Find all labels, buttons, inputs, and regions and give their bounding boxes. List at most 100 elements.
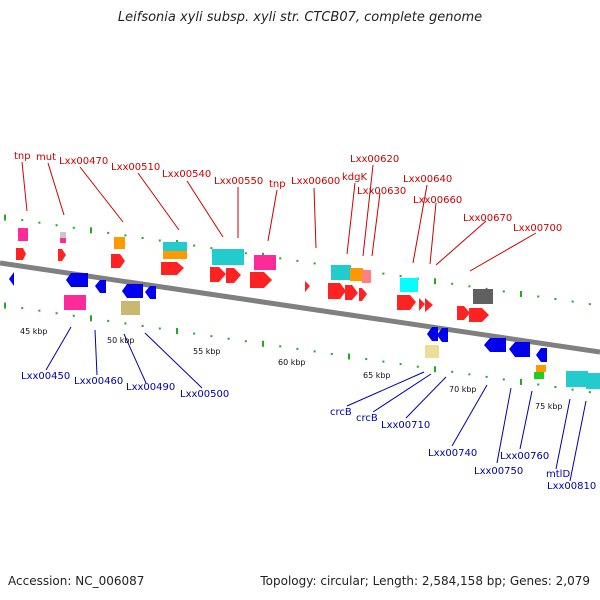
gene-label[interactable]: Lxx00660 <box>413 195 462 206</box>
gene-box[interactable] <box>121 301 140 315</box>
tick-mark <box>296 347 299 350</box>
gene-label[interactable]: Lxx00510 <box>111 162 160 173</box>
gene-box[interactable] <box>534 372 544 379</box>
gene-label[interactable]: Lxx00470 <box>59 156 108 167</box>
scale-label: 55 kbp <box>193 347 221 356</box>
gene-arrow[interactable] <box>509 342 530 357</box>
gene-label[interactable]: Lxx00540 <box>162 169 211 180</box>
gene-label[interactable]: Lxx00710 <box>381 420 430 431</box>
tick-mark <box>382 360 385 363</box>
gene-arrow[interactable] <box>484 338 506 352</box>
gene-label[interactable]: Lxx00670 <box>463 213 512 224</box>
gene-box[interactable] <box>586 373 600 389</box>
gene-label[interactable]: Lxx00490 <box>126 382 175 393</box>
gene-label[interactable]: Lxx00500 <box>180 389 229 400</box>
gene-arrow[interactable] <box>58 249 66 261</box>
gene-arrow[interactable] <box>16 248 26 260</box>
gene-arrow[interactable] <box>95 280 106 293</box>
gene-arrow[interactable] <box>66 273 88 287</box>
gene-box[interactable] <box>566 371 588 387</box>
gene-label[interactable]: kdgK <box>342 172 367 183</box>
gene-box[interactable] <box>18 228 28 241</box>
tick-mark <box>210 247 213 250</box>
gene-arrow[interactable] <box>210 267 226 282</box>
gene-arrow[interactable] <box>469 308 489 322</box>
tick-mark <box>72 226 75 229</box>
gene-arrow[interactable] <box>419 298 425 311</box>
tick-mark <box>451 282 454 285</box>
tick-mark <box>72 314 75 317</box>
gene-arrow[interactable] <box>359 288 367 301</box>
genome-backbone <box>0 260 600 355</box>
tick-mark <box>434 366 436 373</box>
tick-mark <box>244 252 247 255</box>
tick-mark <box>193 244 196 247</box>
gene-box[interactable] <box>536 365 546 372</box>
gene-arrow[interactable] <box>437 328 448 342</box>
gene-arrow[interactable] <box>457 306 470 320</box>
gene-arrow[interactable] <box>328 283 346 299</box>
gene-box[interactable] <box>60 238 66 243</box>
gene-arrow[interactable] <box>425 298 433 312</box>
gene-label[interactable]: mtlD <box>546 469 570 480</box>
tick-mark <box>468 373 471 376</box>
scale-labels: 45 kbp 50 kbp 55 kbp 60 kbp 65 kbp 70 kb… <box>20 327 563 411</box>
gene-label[interactable]: Lxx00550 <box>214 176 263 187</box>
gene-label[interactable]: Lxx00600 <box>291 176 340 187</box>
gene-arrow[interactable] <box>161 262 184 275</box>
gene-label[interactable]: Lxx00620 <box>350 154 399 165</box>
gene-label[interactable]: Lxx00740 <box>428 448 477 459</box>
gene-arrow[interactable] <box>305 281 310 292</box>
gene-arrow[interactable] <box>427 327 438 341</box>
gene-box[interactable] <box>114 237 125 249</box>
gene-box[interactable] <box>212 249 244 265</box>
gene-label[interactable]: Lxx00810 <box>547 481 596 492</box>
gene-arrow[interactable] <box>397 295 416 310</box>
gene-label[interactable]: crcB <box>330 407 352 418</box>
tick-mark <box>588 303 591 306</box>
tick-mark <box>55 312 58 315</box>
scale-label: 60 kbp <box>278 358 306 367</box>
tick-mark <box>554 298 557 301</box>
gene-box[interactable] <box>350 268 363 281</box>
tick-mark <box>399 363 402 366</box>
gene-label[interactable]: tnp <box>269 179 286 190</box>
gene-label[interactable]: Lxx00460 <box>74 376 123 387</box>
gene-label[interactable]: Lxx00700 <box>513 223 562 234</box>
gene-box[interactable] <box>331 265 351 280</box>
gene-label[interactable]: mut <box>36 152 56 163</box>
gene-box[interactable] <box>254 255 276 270</box>
gene-label[interactable]: Lxx00750 <box>474 466 523 477</box>
gene-label[interactable]: Lxx00450 <box>21 371 70 382</box>
gene-label[interactable]: Lxx00640 <box>403 174 452 185</box>
gene-arrow[interactable] <box>9 272 14 286</box>
tick-mark <box>571 388 574 391</box>
gene-box[interactable] <box>163 251 187 259</box>
gene-label[interactable]: tnp <box>14 151 31 162</box>
gene-arrow[interactable] <box>250 272 272 288</box>
gene-box[interactable] <box>400 278 418 292</box>
gene-box[interactable] <box>163 242 187 251</box>
gene-arrow[interactable] <box>122 284 143 298</box>
gene-label[interactable]: crcB <box>356 413 378 424</box>
tick-mark <box>468 285 471 288</box>
gene-label[interactable]: Lxx00630 <box>357 186 406 197</box>
gene-label[interactable]: Lxx00760 <box>500 451 549 462</box>
gene-arrow[interactable] <box>111 254 125 268</box>
tick-mark <box>571 300 574 303</box>
gene-arrow[interactable] <box>536 348 547 362</box>
gene-arrow[interactable] <box>345 285 358 300</box>
tick-mark <box>262 340 264 347</box>
gene-box[interactable] <box>473 289 493 304</box>
gene-box[interactable] <box>60 232 66 238</box>
gene-box[interactable] <box>64 295 86 310</box>
gene-arrow[interactable] <box>145 286 156 299</box>
gene-box[interactable] <box>362 270 371 283</box>
tick-mark <box>141 324 144 327</box>
gene-arrow[interactable] <box>226 268 241 283</box>
gene-box[interactable] <box>425 345 439 358</box>
tick-mark <box>158 239 161 242</box>
tick-mark <box>416 365 419 368</box>
tick-mark <box>382 272 385 275</box>
